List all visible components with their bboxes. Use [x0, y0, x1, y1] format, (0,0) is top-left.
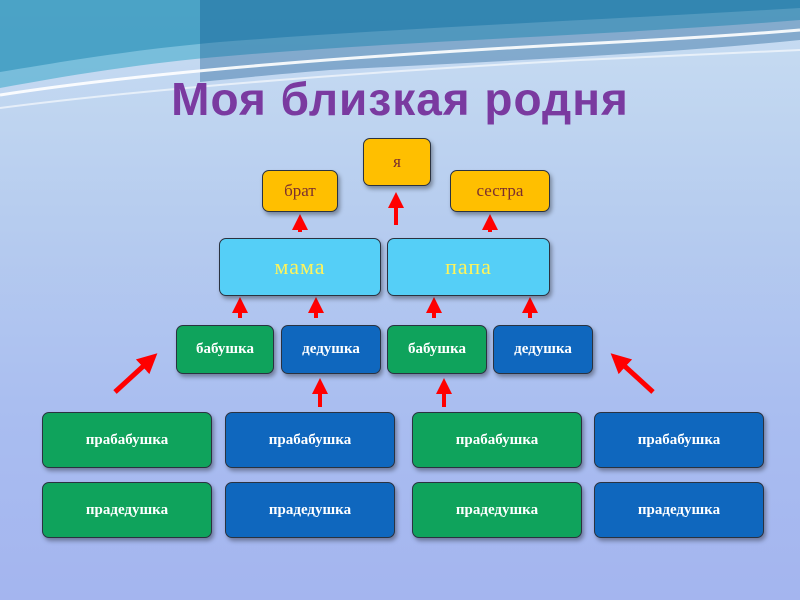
- father-label: папа: [445, 254, 492, 279]
- great-grandfather-box-4: прадедушка: [594, 482, 764, 538]
- great-grandfather-label: прадедушка: [455, 501, 539, 518]
- grandmother-box-1: бабушка: [176, 325, 274, 374]
- grandmother-box-2: бабушка: [387, 325, 487, 374]
- arrow-right-diagonal: [610, 353, 655, 394]
- great-grandmother-label: прабабушка: [268, 431, 352, 448]
- brother-label: брат: [284, 181, 316, 200]
- great-grandmother-box-4: прабабушка: [594, 412, 764, 468]
- great-grandfather-box-1: прадедушка: [42, 482, 212, 538]
- grandfather-box-2: дедушка: [493, 325, 593, 374]
- great-grandmother-label: прабабушка: [637, 431, 721, 448]
- grandparent-label: бабушка: [195, 341, 254, 357]
- mother-label: мама: [274, 254, 326, 279]
- sister-label: сестра: [476, 181, 524, 200]
- great-grandmother-label: прабабушка: [455, 431, 539, 448]
- great-grandmother-box-3: прабабушка: [412, 412, 582, 468]
- arrow-left-diagonal: [113, 353, 158, 394]
- grandparent-label: дедушка: [514, 341, 572, 357]
- me-label: я: [393, 152, 401, 171]
- great-grandmother-box-2: прабабушка: [225, 412, 395, 468]
- sister-box: сестра: [450, 170, 550, 212]
- great-grandfather-label: прадедушка: [85, 501, 169, 518]
- great-grandfather-box-3: прадедушка: [412, 482, 582, 538]
- grandfather-box-1: дедушка: [281, 325, 381, 374]
- decorative-waves: [0, 0, 800, 109]
- mother-box: мама: [219, 238, 381, 296]
- brother-box: брат: [262, 170, 338, 212]
- great-grandfather-box-2: прадедушка: [225, 482, 395, 538]
- grandparent-label: бабушка: [407, 341, 466, 357]
- me-box: я: [363, 138, 431, 186]
- great-grandfather-label: прадедушка: [637, 501, 721, 518]
- page-title: Моя близкая родня: [171, 73, 629, 125]
- grandparent-label: дедушка: [302, 341, 360, 357]
- great-grandmother-label: прабабушка: [85, 431, 169, 448]
- father-box: папа: [387, 238, 550, 296]
- great-grandmother-box-1: прабабушка: [42, 412, 212, 468]
- great-grandfather-label: прадедушка: [268, 501, 352, 518]
